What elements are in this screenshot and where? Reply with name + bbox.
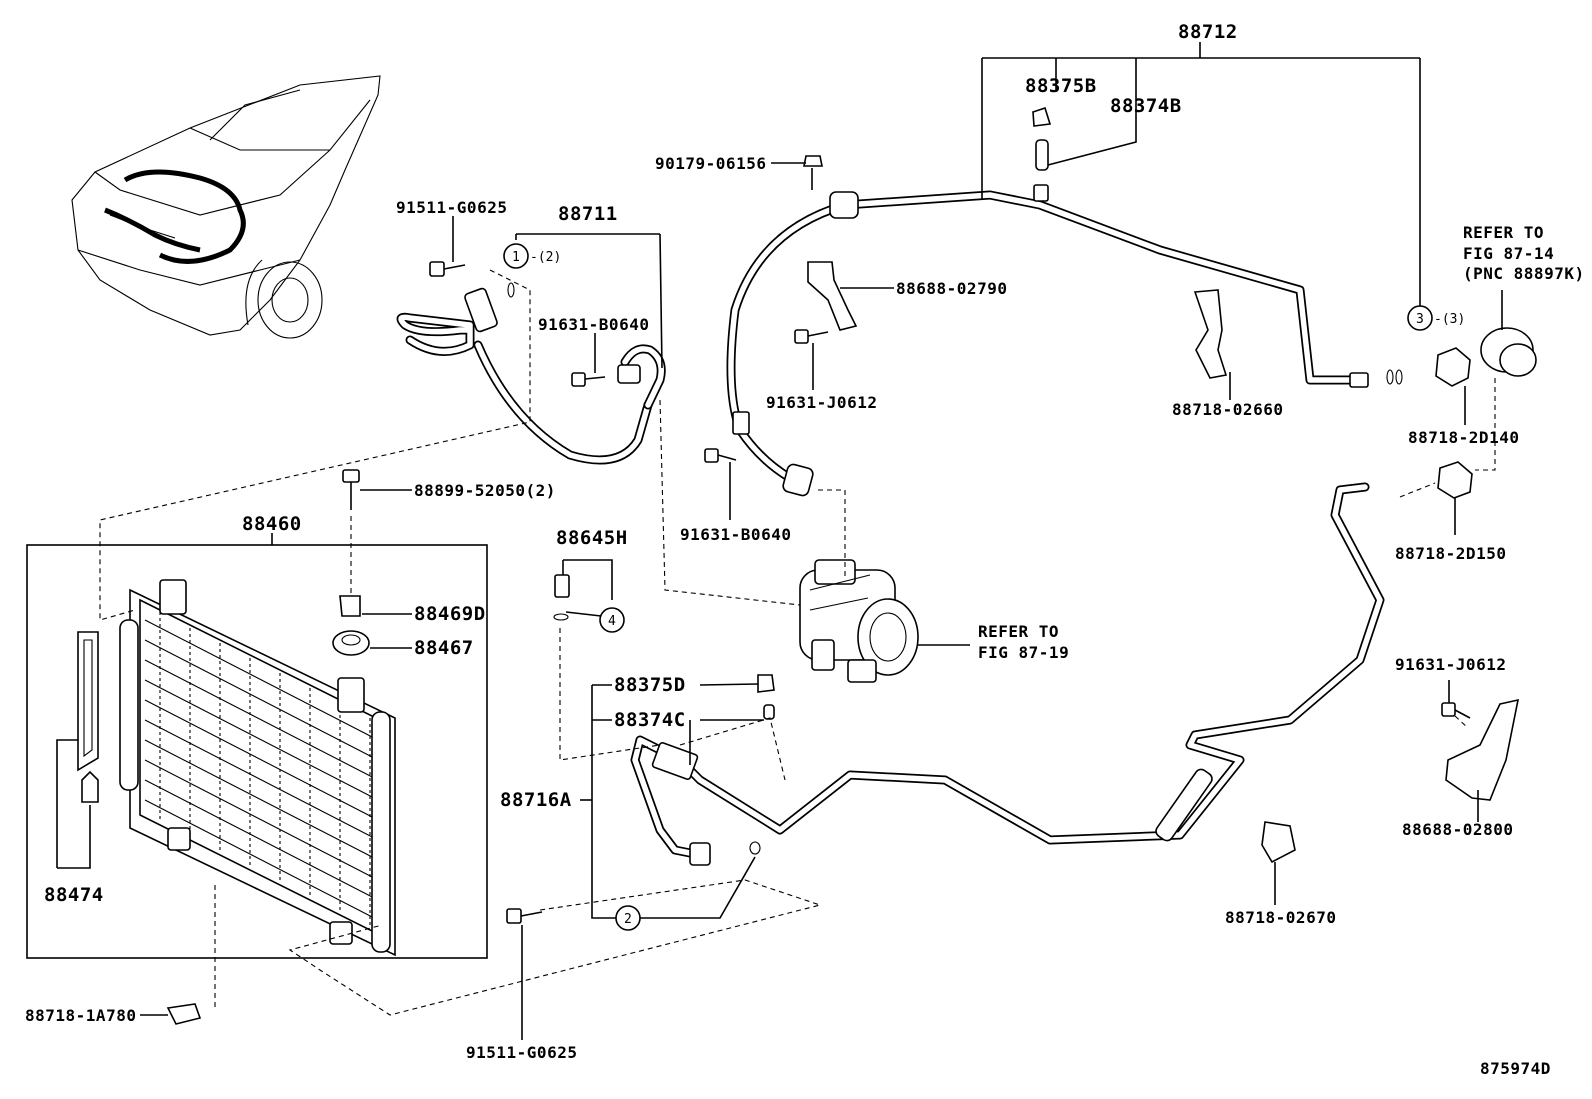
small-parts [166,106,1537,1025]
label-88712: 88712 [1178,21,1238,43]
callout-1-text: 1 [512,250,520,265]
label-91631-J0612-mid: 91631-J0612 [766,393,877,412]
label-88716A: 88716A [500,789,572,811]
vehicle-location-inset [71,75,381,339]
label-88688-02800: 88688-02800 [1402,820,1513,839]
label-88474: 88474 [44,884,104,906]
label-88688-02790: 88688-02790 [896,279,1007,298]
callout-circle-3 [1407,305,1433,331]
dashed-assembly-lines [99,269,1496,1016]
label-88645H: 88645H [556,527,628,549]
callout-2-text: 2 [624,912,632,927]
label-88375D: 88375D [614,674,686,696]
callout-circle-4 [599,607,625,633]
label-88374B: 88374B [1110,95,1182,117]
refer-fig-87-14-pnc: (PNC 88897K) [1463,264,1585,283]
label-88899-52050: 88899-52050(2) [414,481,556,500]
callout-3-text: 3 [1416,312,1424,327]
refer-fig-87-19-line2: FIG 87-19 [978,643,1069,662]
label-88718-02670: 88718-02670 [1225,908,1336,927]
discharge-hose-88711 [396,287,666,465]
callout-1-qty: -(2) [530,250,561,265]
label-88375B: 88375B [1025,75,1097,97]
liquid-line-88716A [630,482,1385,866]
label-88718-1A780: 88718-1A780 [25,1006,136,1025]
figure-id: 875974D [1480,1059,1551,1078]
callout-circle-2 [615,905,641,931]
callout-4-text: 4 [608,614,616,629]
label-91631-B0640-mid: 91631-B0640 [680,525,791,544]
condenser-88460 [26,544,488,959]
label-90179-06156: 90179-06156 [655,154,766,173]
leader-lines [56,42,1503,1040]
callout-circles [503,243,1433,931]
label-88469D: 88469D [414,603,486,625]
refer-fig-87-14-line1: REFER TO [1463,223,1544,242]
refer-fig-87-19-line1: REFER TO [978,622,1059,641]
label-88718-02660: 88718-02660 [1172,400,1283,419]
label-88711: 88711 [558,203,618,225]
callout-3-qty: -(3) [1434,312,1465,327]
label-88374C: 88374C [614,709,686,731]
suction-hose-88712 [726,190,1369,497]
label-91511-G0625-top: 91511-G0625 [396,198,507,217]
compressor-reference [799,559,919,683]
label-88718-2D140: 88718-2D140 [1408,428,1519,447]
label-91631-J0612-right: 91631-J0612 [1395,655,1506,674]
label-91511-G0625-bottom: 91511-G0625 [466,1043,577,1062]
label-88460: 88460 [242,513,302,535]
label-88467: 88467 [414,637,474,659]
callout-circle-1 [503,243,529,269]
condenser-fins [144,612,379,926]
part-number-labels: 88712 88375B 88374B 90179-06156 91511-G0… [25,21,1585,1078]
refer-fig-87-14-line2: FIG 87-14 [1463,244,1554,263]
label-88718-2D150: 88718-2D150 [1395,544,1506,563]
label-91631-B0640-top: 91631-B0640 [538,315,649,334]
